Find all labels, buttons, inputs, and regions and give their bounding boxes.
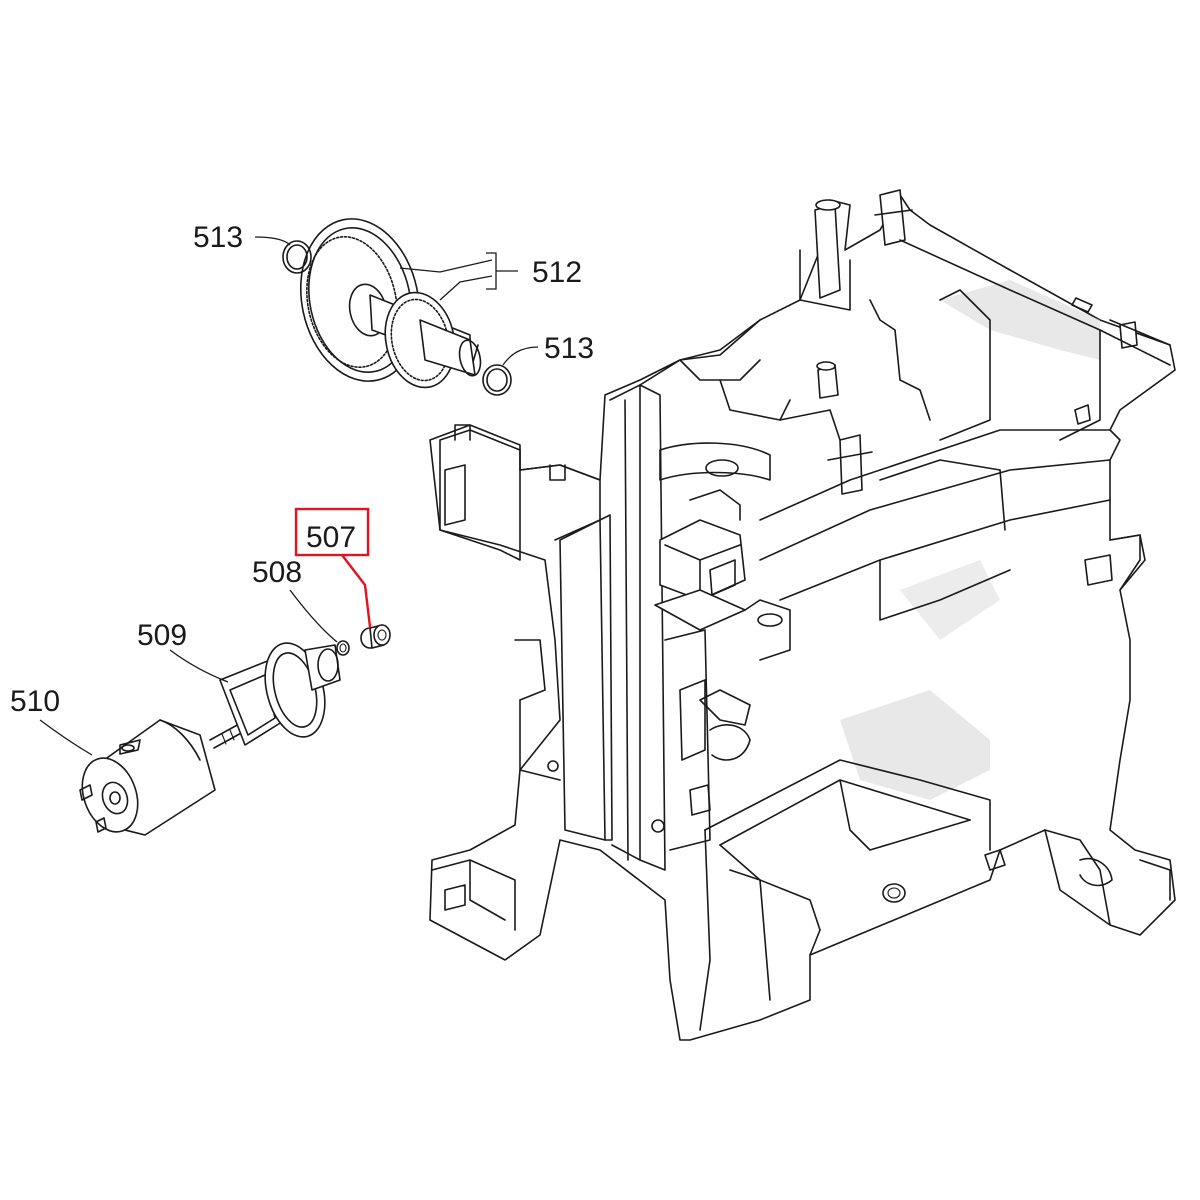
callout-508: 508 xyxy=(252,556,302,589)
o-ring-513-right xyxy=(482,364,512,396)
leader-512-lower xyxy=(439,275,493,301)
callout-512: 512 xyxy=(532,256,582,289)
leader-509 xyxy=(169,649,229,683)
bushing-507 xyxy=(360,624,391,649)
leader-508 xyxy=(289,589,338,643)
callout-509: 509 xyxy=(137,619,187,652)
leader-507 xyxy=(341,554,372,628)
callout-510: 510 xyxy=(10,685,60,718)
main-housing-frame xyxy=(429,189,1176,1041)
leader-513-right xyxy=(502,346,539,366)
leader-513-top xyxy=(254,236,291,246)
highlight-box-507 xyxy=(294,507,370,557)
callout-507: 507 xyxy=(306,521,356,554)
callout-513-right: 513 xyxy=(544,332,594,365)
washer-508 xyxy=(336,640,350,656)
bracket-512 xyxy=(486,252,518,290)
gear-assembly-512 xyxy=(299,218,482,389)
leader-510 xyxy=(39,719,93,756)
worm-gear-509 xyxy=(219,642,341,746)
o-ring-513-top xyxy=(282,240,312,274)
leader-512-upper xyxy=(399,259,493,273)
callout-513-top: 513 xyxy=(193,221,243,254)
motor-510 xyxy=(79,719,216,836)
